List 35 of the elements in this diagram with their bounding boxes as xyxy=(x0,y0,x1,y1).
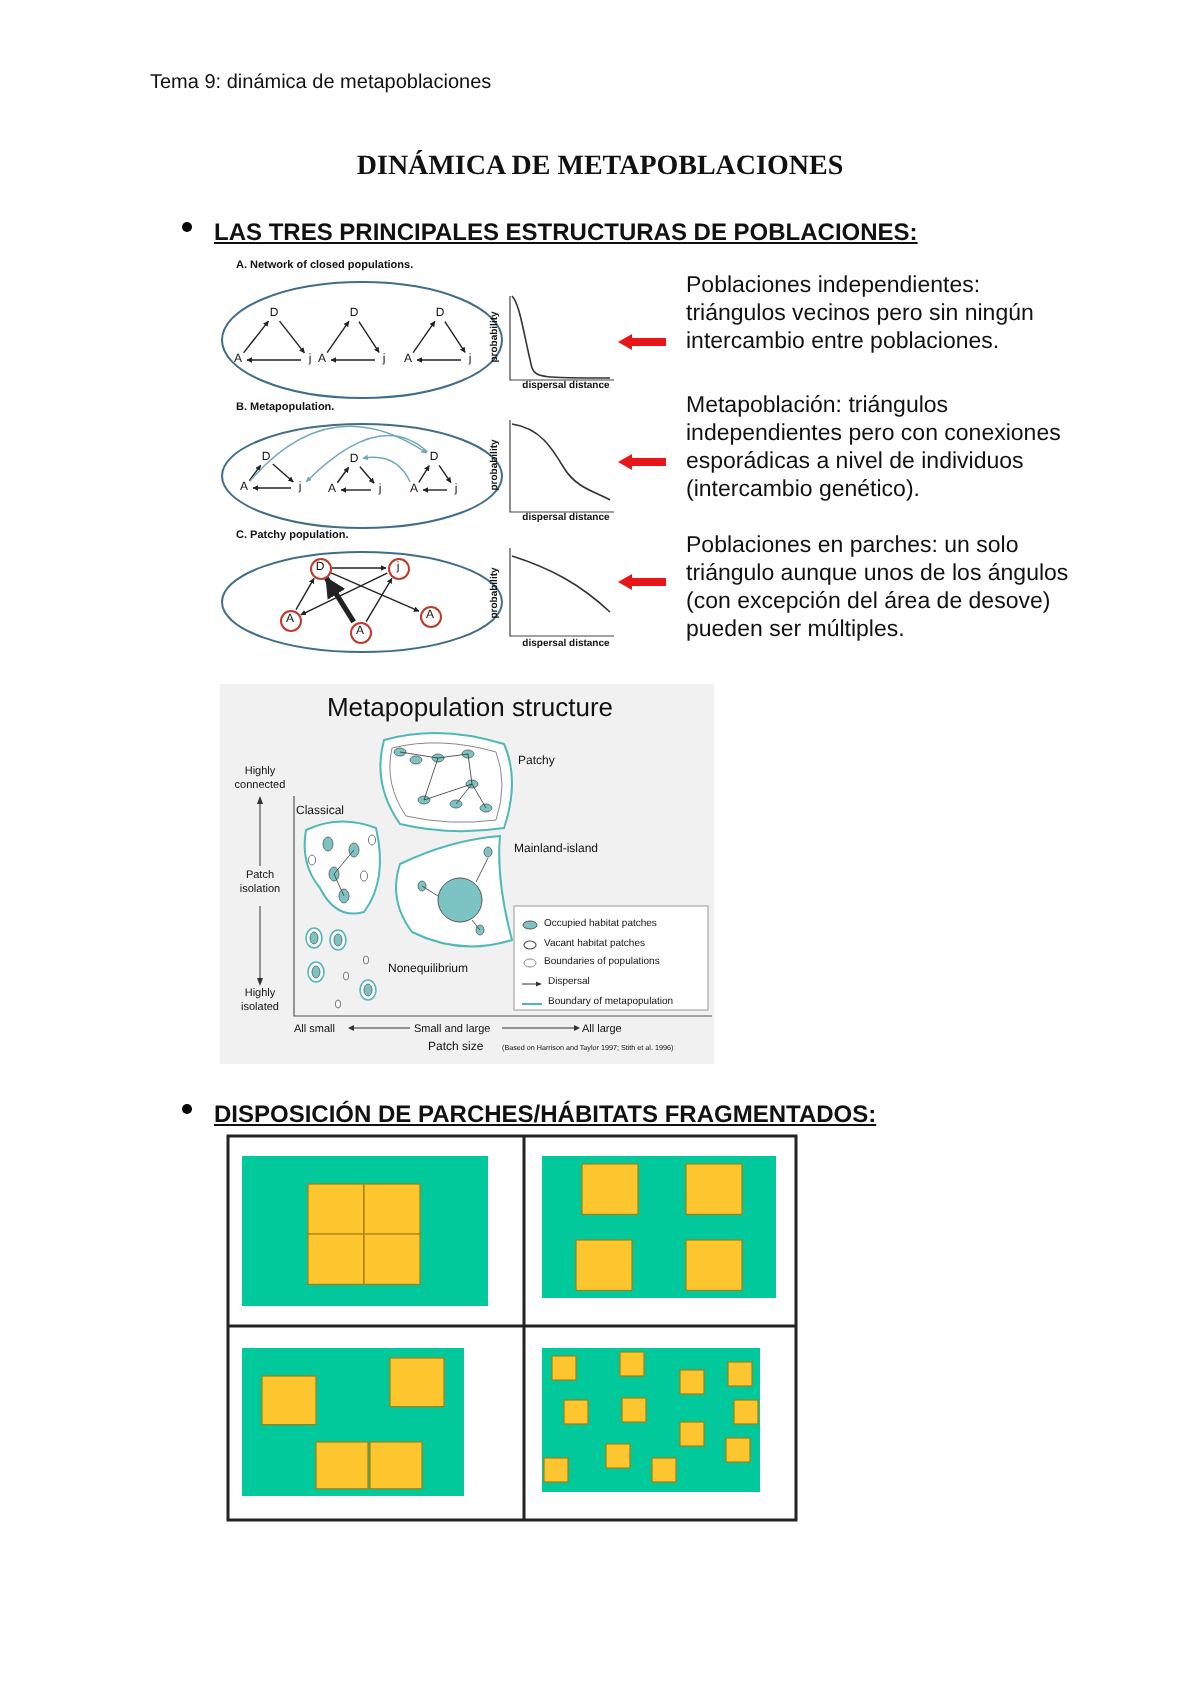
arrow xyxy=(330,357,376,363)
figure-title: Metapopulation structure xyxy=(324,690,616,726)
arrow xyxy=(365,577,393,623)
arrow xyxy=(358,320,380,354)
description-paragraph: Poblaciones en parches: un solo triángulo aunque unos de los ángulos (con excepción del área de desove) pueden ser múltiples. xyxy=(686,532,1071,644)
description-paragraph: Poblaciones independientes: triángulos vecinos pero sin ningún intercambio entre poblaciones. xyxy=(686,272,1036,356)
arrow xyxy=(336,466,350,484)
thick-arrow xyxy=(324,576,356,624)
arrow xyxy=(330,572,420,612)
arrow xyxy=(412,320,436,354)
arrow xyxy=(444,320,466,354)
arrow xyxy=(242,320,270,354)
section-heading: LAS TRES PRINCIPALES ESTRUCTURAS DE POBLACIONES: xyxy=(214,216,920,250)
arrow xyxy=(362,454,411,483)
document-title: DINÁMICA DE METAPOBLACIONES xyxy=(354,148,846,186)
arrow xyxy=(340,487,372,493)
arrow xyxy=(272,463,294,483)
description-paragraph: Metapoblación: triángulos independientes pero con conexiones esporádicas a nivel de individuos (intercambio genético). xyxy=(686,392,1063,504)
arrow xyxy=(246,357,302,363)
arrow xyxy=(438,464,452,484)
arrow xyxy=(295,577,315,611)
arrow xyxy=(248,464,262,482)
arrow xyxy=(305,435,429,483)
arrow xyxy=(331,565,387,571)
arrow xyxy=(300,572,388,616)
arrow xyxy=(278,320,306,354)
arrow xyxy=(416,357,462,363)
arrow xyxy=(326,320,350,354)
section-heading: DISPOSICIÓN DE PARCHES/HÁBITATS FRAGMENTADOS: xyxy=(214,1098,879,1132)
page-header: Tema 9: dinámica de metapoblaciones xyxy=(150,70,494,98)
arrow xyxy=(252,485,292,491)
arrow xyxy=(422,487,448,493)
arrow xyxy=(249,425,428,482)
arrow xyxy=(359,466,375,484)
arrow xyxy=(418,464,430,484)
